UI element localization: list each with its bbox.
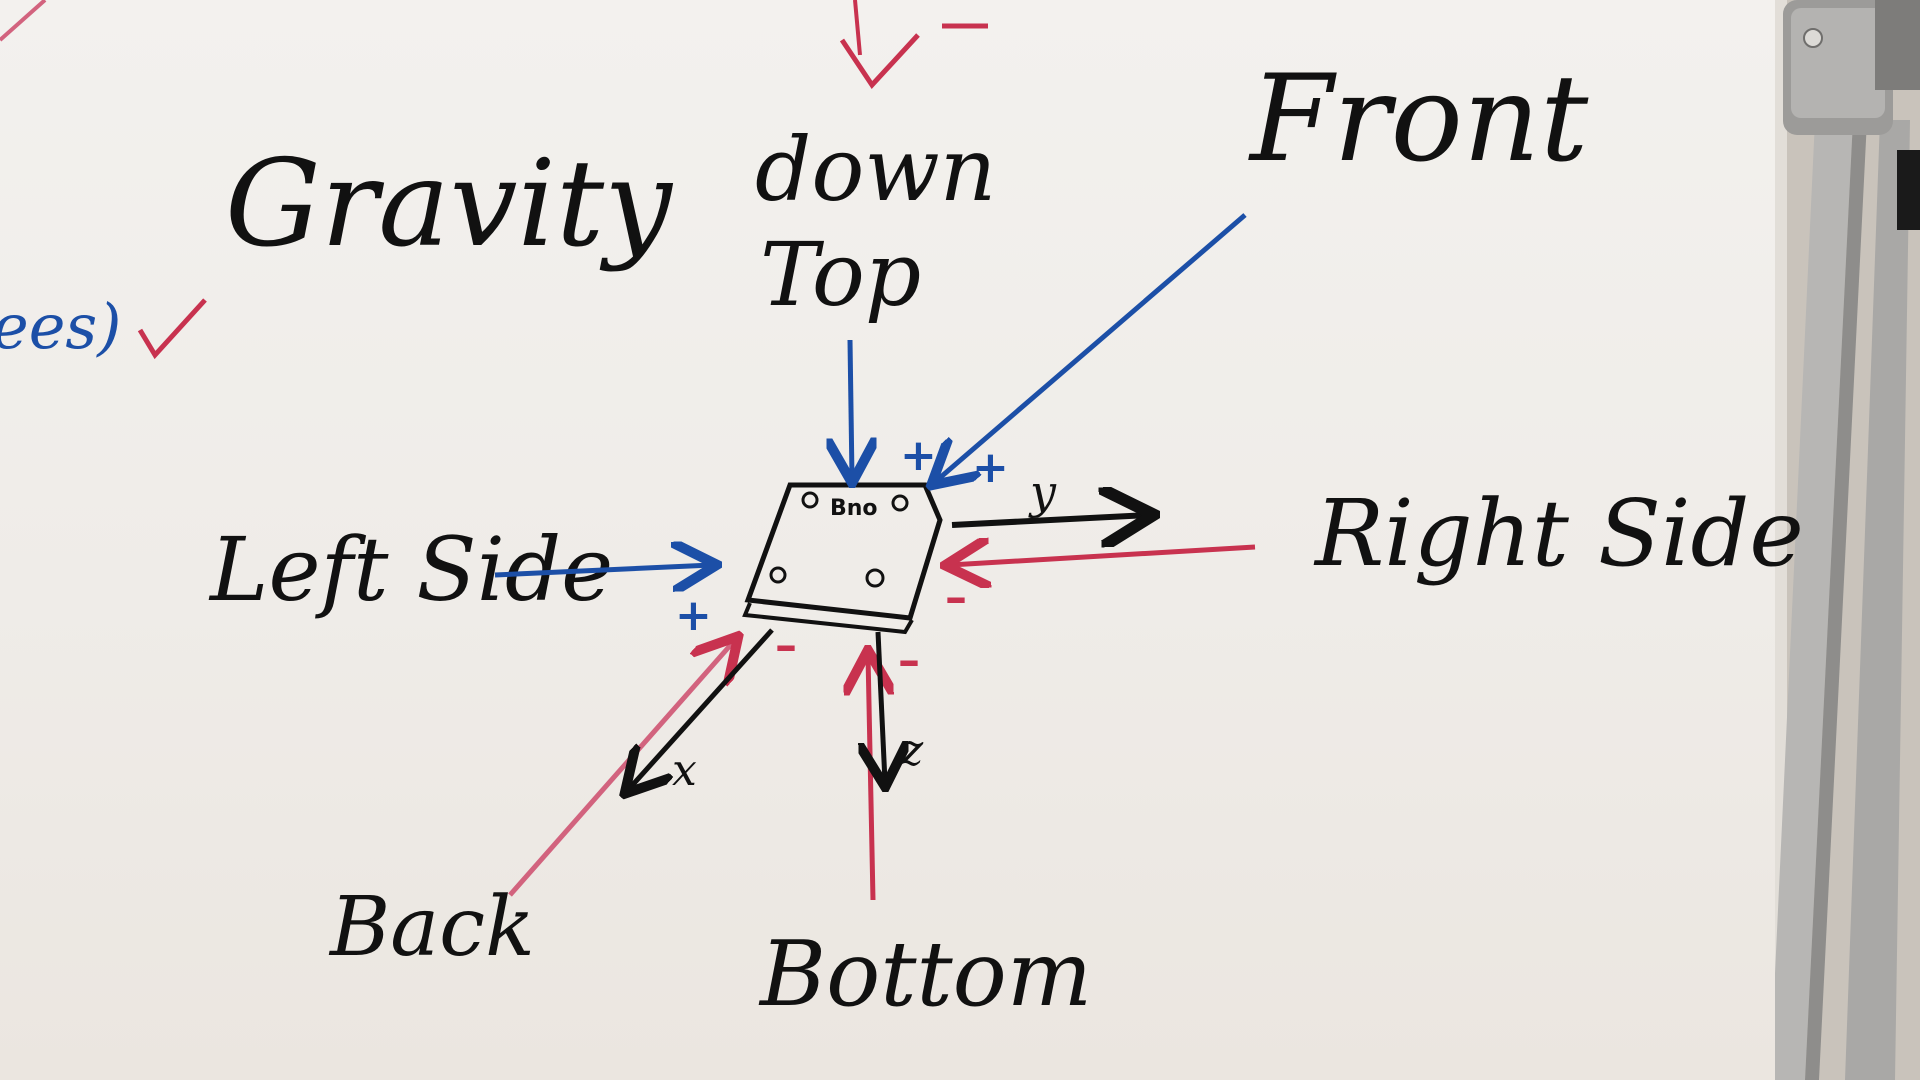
z-axis-label: z — [899, 725, 924, 776]
left-plus-sign: + — [675, 590, 712, 641]
x-axis-label: x — [672, 745, 697, 796]
front-plus-sign: + — [972, 442, 1009, 493]
top-arrow — [850, 339, 852, 478]
y-axis-arrow — [951, 515, 1148, 525]
left-side-arrow — [494, 565, 712, 575]
gravity-label: Gravity — [225, 135, 674, 274]
left-side-label: Left Side — [208, 518, 613, 621]
back-label: Back — [328, 880, 535, 975]
right-minus-sign: – — [945, 572, 967, 623]
left-check-mark — [137, 298, 207, 360]
mount-hole-icon — [769, 566, 787, 584]
back-arrow — [508, 640, 735, 897]
top-red-stroke — [853, 0, 862, 56]
sensor-board: Bno — [742, 482, 943, 635]
bottom-arrow — [868, 655, 873, 901]
top-label: Top — [760, 223, 921, 326]
mount-hole-icon — [865, 568, 885, 588]
bottom-label: Bottom — [758, 922, 1092, 1027]
top-check-mark — [839, 33, 920, 90]
sensor-label: Bno — [830, 496, 878, 521]
whiteboard — [0, 0, 1790, 1080]
bottom-minus-sign: – — [898, 635, 920, 686]
z-axis-arrow — [878, 631, 885, 782]
front-arrow — [935, 213, 1247, 482]
mount-hole-icon — [891, 494, 909, 512]
partial-left-text: ees) — [0, 290, 121, 363]
right-side-arrow — [950, 547, 1256, 565]
down-label: down — [755, 118, 996, 221]
right-side-label: Right Side — [1313, 480, 1804, 587]
front-label: Front — [1248, 50, 1589, 189]
partial-red-stroke — [0, 0, 47, 42]
mount-hole-icon — [801, 491, 819, 509]
back-minus-sign: – — [775, 620, 797, 671]
top-plus-sign: + — [900, 430, 937, 481]
whiteboard-stand — [1770, 0, 1920, 1080]
x-axis-arrow — [628, 628, 774, 790]
y-axis-label: y — [1028, 465, 1057, 519]
